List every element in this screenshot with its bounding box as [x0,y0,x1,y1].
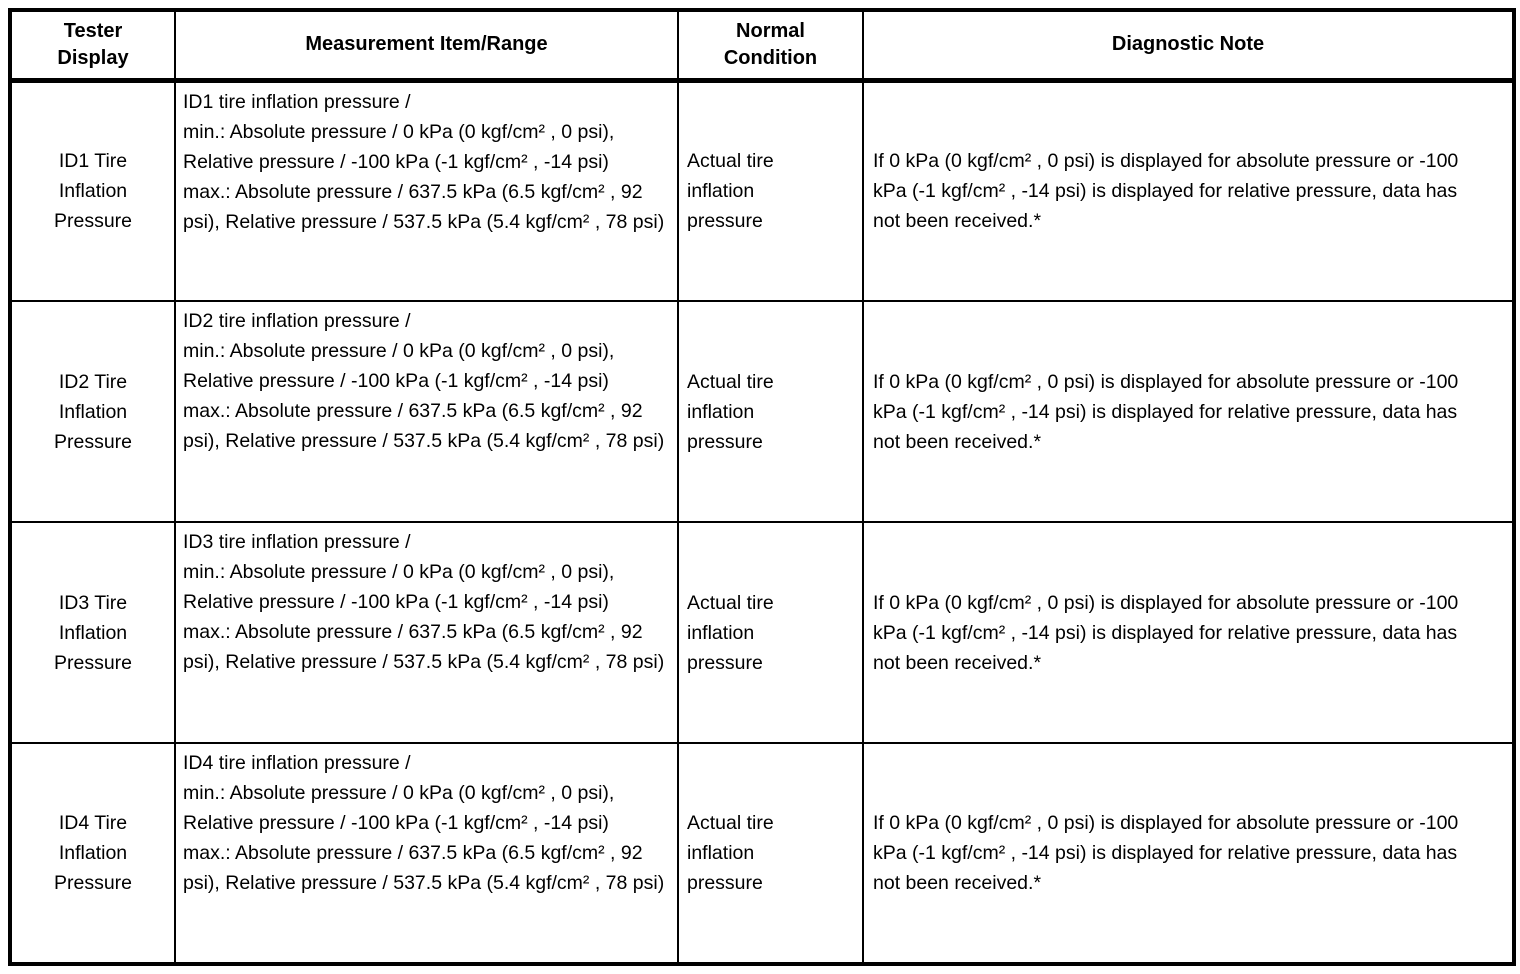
header-diagnostic-note: Diagnostic Note [862,9,1515,83]
tester-display-cell: ID1 Tire Inflation Pressure [9,79,176,302]
diagnostic-note-cell: If 0 kPa (0 kgf/cm² , 0 psi) is displaye… [862,79,1515,302]
data-list-table: Tester Display Measurement Item/Range No… [8,8,1516,966]
header-tester-display: Tester Display [9,9,176,83]
diagnostic-note-cell: If 0 kPa (0 kgf/cm² , 0 psi) is displaye… [862,521,1515,744]
tester-display-cell: ID4 Tire Inflation Pressure [9,742,176,965]
normal-condition-cell: Actual tire inflation pressure [677,79,864,302]
measurement-item-range-cell: ID4 tire inflation pressure / min.: Abso… [174,742,679,965]
diagnostic-note-cell: If 0 kPa (0 kgf/cm² , 0 psi) is displaye… [862,742,1515,965]
table-row-id3-tire-inflation-pressure: ID3 Tire Inflation Pressure ID3 tire inf… [9,521,1515,744]
header-measurement-item-range: Measurement Item/Range [174,9,679,83]
normal-condition-cell: Actual tire inflation pressure [677,742,864,965]
measurement-item-range-cell: ID1 tire inflation pressure / min.: Abso… [174,79,679,302]
tester-display-cell: ID2 Tire Inflation Pressure [9,300,176,523]
table-row-id4-tire-inflation-pressure: ID4 Tire Inflation Pressure ID4 tire inf… [9,742,1515,965]
normal-condition-cell: Actual tire inflation pressure [677,521,864,744]
table-row-id1-tire-inflation-pressure: ID1 Tire Inflation Pressure ID1 tire inf… [9,79,1515,302]
table-header-row: Tester Display Measurement Item/Range No… [9,9,1515,83]
measurement-item-range-cell: ID3 tire inflation pressure / min.: Abso… [174,521,679,744]
measurement-item-range-cell: ID2 tire inflation pressure / min.: Abso… [174,300,679,523]
header-normal-condition: Normal Condition [677,9,864,83]
table-row-id2-tire-inflation-pressure: ID2 Tire Inflation Pressure ID2 tire inf… [9,300,1515,523]
tester-display-cell: ID3 Tire Inflation Pressure [9,521,176,744]
diagnostic-note-cell: If 0 kPa (0 kgf/cm² , 0 psi) is displaye… [862,300,1515,523]
normal-condition-cell: Actual tire inflation pressure [677,300,864,523]
